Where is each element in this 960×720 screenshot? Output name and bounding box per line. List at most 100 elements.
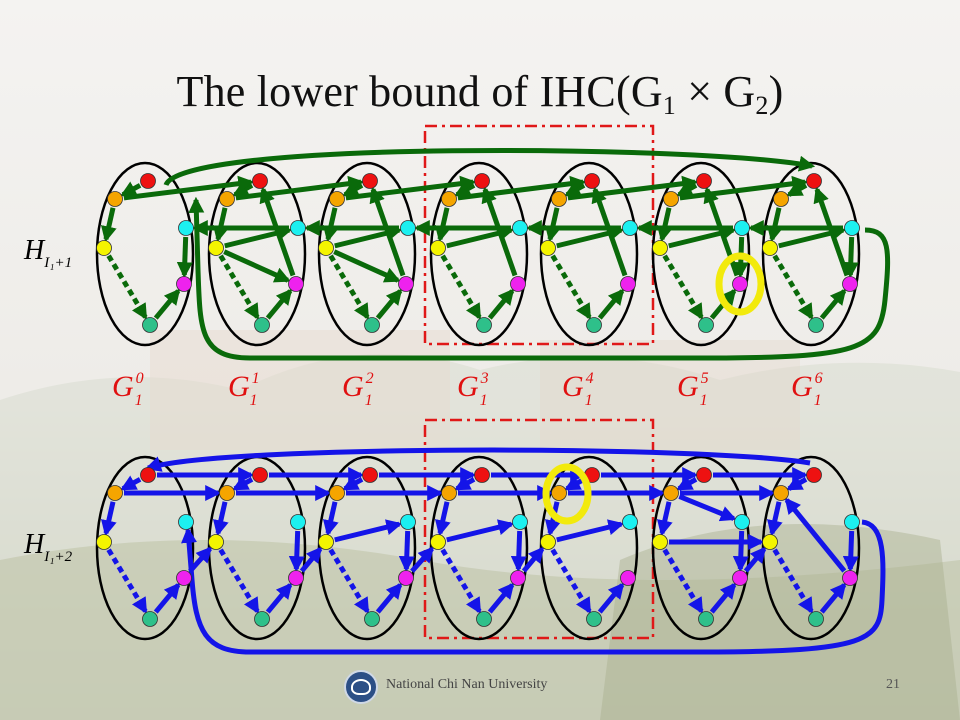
vertex-orange xyxy=(219,485,235,501)
vertex-cyan xyxy=(734,220,750,236)
copy-oval xyxy=(317,455,417,641)
vertex-cyan xyxy=(400,514,416,530)
inner-edge xyxy=(232,181,254,197)
vertex-yellow xyxy=(540,534,556,550)
vertex-teal xyxy=(142,317,158,333)
inner-edge xyxy=(398,530,415,573)
inner-dashed-edge xyxy=(328,548,370,615)
vertex-orange xyxy=(219,191,235,207)
inner-dashed-edge xyxy=(662,254,704,321)
cross-edge xyxy=(556,519,625,543)
copy-oval xyxy=(761,455,861,641)
footer-university: National Chi Nan University xyxy=(386,677,548,692)
cross-edge xyxy=(299,546,323,573)
vertex-orange xyxy=(773,485,789,501)
vertex-orange xyxy=(663,191,679,207)
cross-edge xyxy=(259,186,296,277)
vertex-red xyxy=(140,467,156,483)
cross-edge xyxy=(591,186,628,277)
inner-edge xyxy=(510,530,527,573)
inner-dashed-edge xyxy=(440,548,482,615)
inner-edge xyxy=(786,181,808,197)
vertex-cyan xyxy=(734,514,750,530)
cross-edge xyxy=(678,494,737,522)
cross-edge xyxy=(333,249,401,283)
inner-edge xyxy=(676,181,698,197)
vertex-cyan xyxy=(178,514,194,530)
vertex-teal xyxy=(142,611,158,627)
vertex-magenta xyxy=(288,276,304,292)
inner-edge xyxy=(544,207,561,243)
inner-dashed-edge xyxy=(328,254,370,321)
inner-edge xyxy=(232,475,254,491)
vertex-yellow xyxy=(762,240,778,256)
page-number: 21 xyxy=(886,677,900,692)
cross-edge xyxy=(521,546,545,573)
vertex-teal xyxy=(586,317,602,333)
cross-edge xyxy=(679,175,809,201)
inner-dashed-edge xyxy=(218,548,260,615)
wrap-edge-top-upper xyxy=(163,147,816,187)
inner-edge xyxy=(342,181,364,197)
inner-edge xyxy=(100,207,117,243)
inner-edge xyxy=(454,475,476,491)
vertex-yellow xyxy=(430,240,446,256)
inner-edge xyxy=(842,236,859,279)
vertex-orange xyxy=(773,191,789,207)
inner-edge xyxy=(656,501,673,537)
inner-edge xyxy=(265,582,293,614)
vertex-orange xyxy=(441,191,457,207)
vertex-orange xyxy=(551,191,567,207)
vertex-yellow xyxy=(652,534,668,550)
vertex-magenta xyxy=(176,570,192,586)
vertex-cyan xyxy=(290,220,306,236)
slide-title: The lower bound of IHC(G1 × G2) xyxy=(176,67,784,120)
node-group xyxy=(96,173,860,627)
inner-dashed-edge xyxy=(772,548,814,615)
vertex-cyan xyxy=(512,514,528,530)
highlight-ring-bottom xyxy=(542,463,592,525)
inner-edge xyxy=(120,181,142,197)
vertex-cyan xyxy=(400,220,416,236)
inner-edge xyxy=(212,207,229,243)
inner-edge xyxy=(786,475,808,491)
vertex-red xyxy=(474,467,490,483)
inner-dashed-edge xyxy=(550,254,592,321)
inner-dashed-edge xyxy=(662,548,704,615)
copy-oval xyxy=(651,455,751,641)
copy-oval xyxy=(761,161,861,347)
inner-edge xyxy=(597,582,625,614)
cross-edge xyxy=(813,186,850,277)
vertex-teal xyxy=(254,317,270,333)
vertex-orange xyxy=(441,485,457,501)
inner-edge xyxy=(656,207,673,243)
inner-edge xyxy=(288,530,305,573)
vertex-yellow xyxy=(208,240,224,256)
vertex-magenta xyxy=(732,276,748,292)
highlight-ring-top xyxy=(715,252,765,316)
vertex-cyan xyxy=(290,514,306,530)
vertex-yellow xyxy=(318,534,334,550)
inner-edge xyxy=(487,288,515,320)
vertex-yellow xyxy=(430,534,446,550)
inner-edge xyxy=(120,475,142,491)
vertex-orange xyxy=(107,191,123,207)
cross-edge xyxy=(123,175,255,201)
vertex-red xyxy=(252,467,268,483)
vertex-cyan xyxy=(844,514,860,530)
vertex-orange xyxy=(663,485,679,501)
cross-edge xyxy=(345,175,477,201)
vertex-yellow xyxy=(208,534,224,550)
vertex-teal xyxy=(586,611,602,627)
inner-dashed-edge xyxy=(772,254,814,321)
vertex-teal xyxy=(476,611,492,627)
vertex-yellow xyxy=(540,240,556,256)
vertex-cyan xyxy=(178,220,194,236)
vertex-teal xyxy=(808,611,824,627)
